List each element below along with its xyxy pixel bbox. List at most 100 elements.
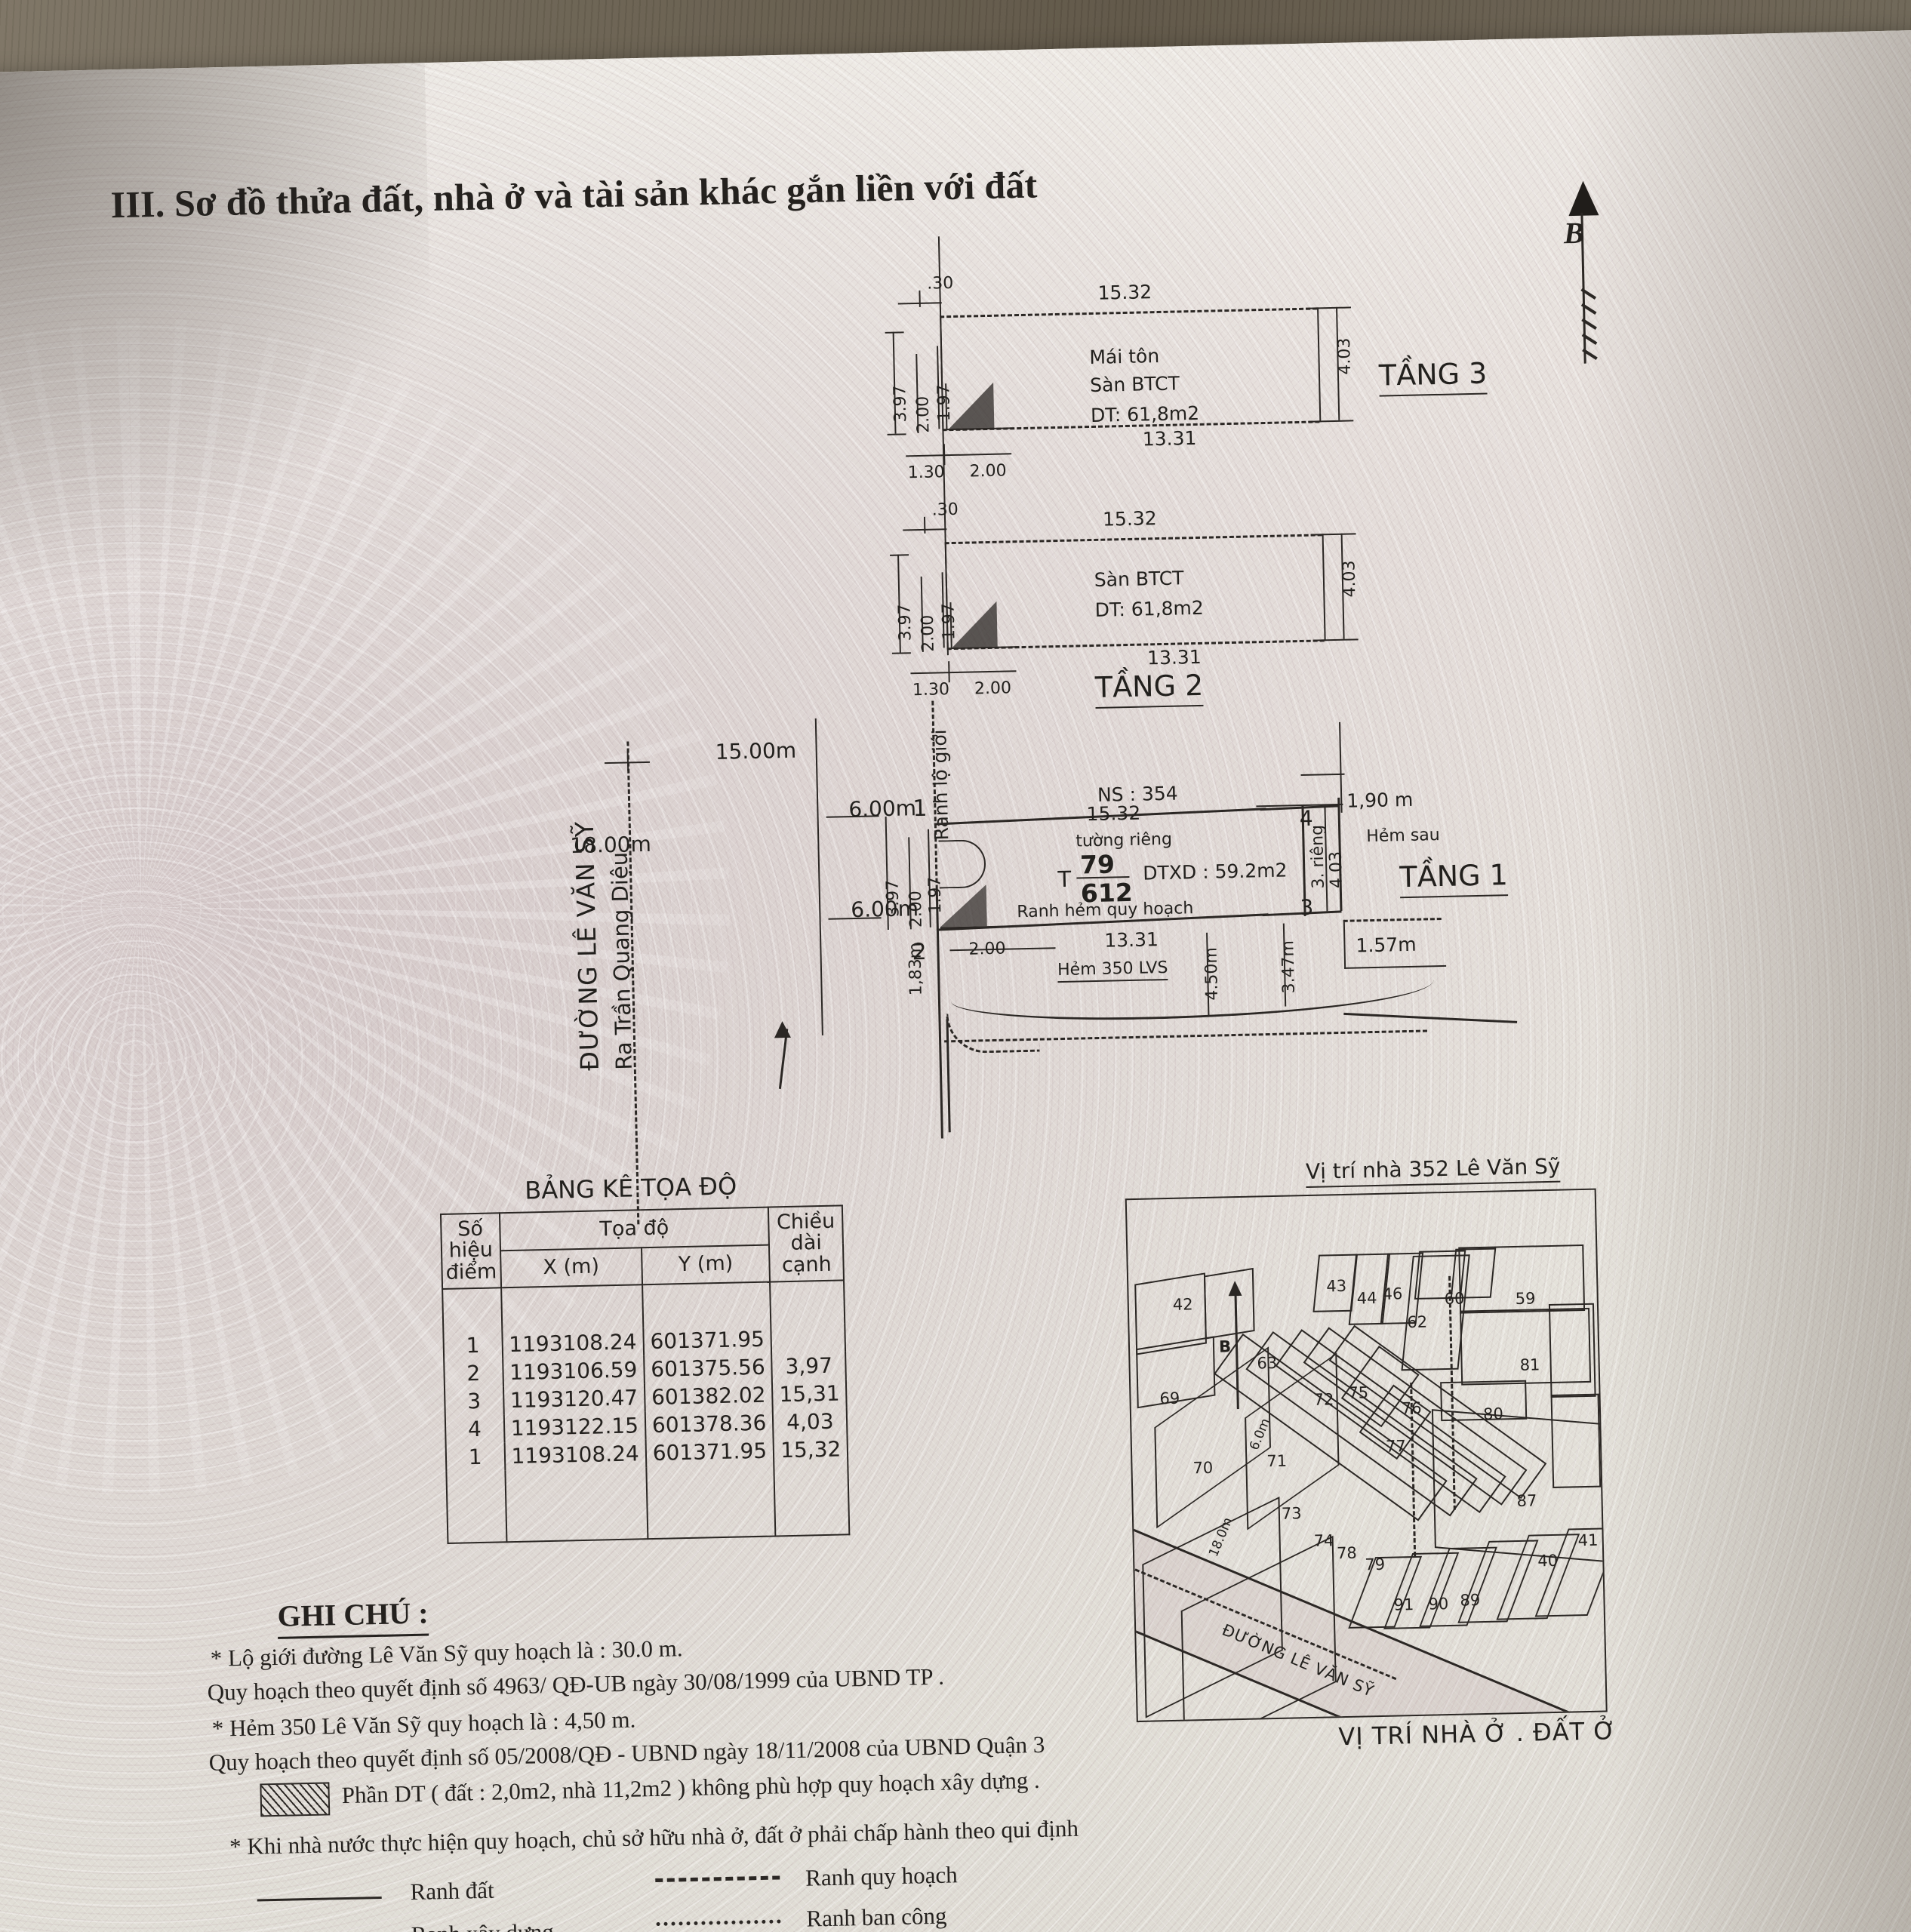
parcel-label: 44 — [1356, 1289, 1377, 1308]
parcel-numerator: 79 — [1079, 849, 1116, 880]
cell-x: 1193122.15 — [503, 1411, 646, 1443]
parcel-label: 77 — [1385, 1437, 1406, 1456]
parcel-label: 41 — [1577, 1531, 1599, 1550]
cell-x: 1193106.59 — [502, 1355, 645, 1387]
floor-label-tang2: TẦNG 2 — [1094, 668, 1204, 709]
dim-left-mid-2: 2.00 — [918, 614, 938, 653]
point-3: 3 — [1300, 894, 1314, 921]
parcel-label: 60 — [1444, 1289, 1465, 1309]
legend-label-1: Ranh đất — [410, 1876, 494, 1906]
dim-bottom-a-2: 1.30 — [912, 680, 950, 700]
cell-x: 1193108.24 — [501, 1327, 644, 1359]
dim-offset-top-3: .30 — [926, 273, 954, 294]
dim-left-total-3: 3.97 — [891, 385, 911, 423]
parcel-label: 73 — [1281, 1504, 1302, 1523]
dim-left-total-2: 3.97 — [895, 604, 915, 641]
parcel-label: 90 — [1428, 1595, 1449, 1614]
coord-table-title: BẢNG KÊ TỌA ĐỘ — [524, 1171, 737, 1205]
point-1: 1 — [912, 795, 928, 823]
th-y: Y (m) — [641, 1244, 771, 1285]
parcel-label: 78 — [1336, 1543, 1358, 1563]
cell-len: 15,32 — [773, 1435, 848, 1465]
cell-y: 601371.95 — [645, 1436, 774, 1468]
dim-left-total-1: 3.97 — [883, 879, 903, 918]
parcel-label: 81 — [1519, 1355, 1540, 1374]
parcel-label: 80 — [1482, 1404, 1504, 1423]
parcel-label: 42 — [1172, 1295, 1193, 1314]
dim-offset-top-2: .30 — [931, 500, 959, 520]
notes-heading: GHI CHÚ : — [277, 1595, 429, 1639]
dim-bottom-2: 13.31 — [1146, 645, 1202, 669]
dim-right-3: 4.03 — [1334, 337, 1355, 375]
dim-top-1: 15.32 — [1086, 801, 1141, 826]
street-direction-label: Ra Trần Quang Diệu — [606, 851, 637, 1071]
dim-bottom-1: 13.31 — [1103, 928, 1159, 952]
dim-right-1: 4.03 — [1326, 851, 1346, 889]
parcel-label: 59 — [1515, 1289, 1536, 1308]
location-map-title: Vị trí nhà 352 Lê Văn Sỹ — [1305, 1153, 1561, 1189]
note-area-2: DT: 61,8m2 — [1094, 596, 1205, 621]
cell-len: 15,31 — [772, 1379, 848, 1409]
floor-label-tang3: TẦNG 3 — [1378, 356, 1488, 397]
cell-point: 3 — [444, 1386, 504, 1417]
parcel-label: 86 — [1600, 1461, 1608, 1480]
dim-right-2: 4.03 — [1340, 560, 1360, 598]
parcel-label: 87 — [1516, 1491, 1537, 1511]
cell-x: 1193120.47 — [503, 1383, 645, 1415]
dim-alley-width: 4.50m — [1202, 946, 1223, 1001]
rear-alley-label: Hẻm sau — [1366, 826, 1440, 847]
cell-point: 4 — [445, 1414, 505, 1444]
compass-label: B — [1563, 215, 1585, 251]
table-header-row: Số hiệu điểm Tọa độ Chiều dài cạnh — [440, 1205, 845, 1290]
parcel-label: 69 — [1159, 1389, 1180, 1408]
cell-y: 601371.95 — [643, 1324, 772, 1356]
dim-left-mid-1: 2.00 — [906, 890, 926, 928]
location-map-caption: VỊ TRÍ NHÀ Ở . ĐẤT Ở — [1337, 1716, 1617, 1752]
parcel-label: 70 — [1192, 1458, 1214, 1478]
parcel-label: 89 — [1460, 1591, 1481, 1610]
legend-label-3: Ranh xây dựng — [411, 1918, 554, 1932]
dim-left-mid-3: 2.00 — [913, 395, 934, 434]
street-name-label: ĐƯỜNG LÊ VĂN SỸ — [569, 820, 605, 1072]
floor-label-tang1: TẦNG 1 — [1399, 858, 1509, 899]
dim-left-edge-1: 1,83m — [906, 942, 926, 996]
th-coords: Tọa độ — [499, 1207, 770, 1251]
built-area-label: DTXD : 59.2m2 — [1143, 859, 1288, 884]
planning-alley-boundary: Ranh hẻm quy hoạch — [1017, 899, 1194, 922]
cell-y: 601378.36 — [645, 1408, 774, 1440]
note-line-1: * Lộ giới đường Lê Văn Sỹ quy hoạch là :… — [210, 1635, 683, 1672]
coordinate-table: Số hiệu điểm Tọa độ Chiều dài cạnh X (m)… — [440, 1204, 851, 1544]
dim-top-2: 15.32 — [1102, 507, 1157, 531]
note-roof-3: Mái tôn — [1089, 344, 1160, 369]
parcel-label: 46 — [1382, 1284, 1403, 1303]
legend-label-4: Ranh ban công — [806, 1902, 947, 1932]
cell-point: 1 — [443, 1331, 503, 1361]
wall-label: tường riêng — [1076, 829, 1173, 851]
table-footer-row — [446, 1463, 850, 1543]
parcel-label: 62 — [1407, 1312, 1428, 1332]
parcel-label: 76 — [1401, 1398, 1422, 1418]
cell-len — [771, 1323, 846, 1353]
parcel-prefix: T — [1057, 866, 1072, 893]
parcel-label: 75 — [1348, 1383, 1369, 1402]
cell-x: 1193108.24 — [504, 1439, 647, 1471]
dim-alley-rear: 1,90 m — [1346, 788, 1414, 812]
note-line-5: Phần DT ( đất : 2,0m2, nhà 11,2m2 ) khôn… — [341, 1766, 1041, 1809]
dim-top-3: 15.32 — [1097, 281, 1152, 304]
cell-point: 1 — [445, 1442, 505, 1472]
note-slab-3: Sàn BTCT — [1089, 372, 1180, 397]
legend-label-2: Ranh quy hoạch — [805, 1861, 959, 1891]
th-x: X (m) — [500, 1247, 642, 1288]
dim-alley-front: 1.57m — [1356, 933, 1417, 957]
note-area-3: DT: 61,8m2 — [1090, 401, 1200, 426]
cell-point: 2 — [444, 1358, 503, 1389]
parcel-label: 72 — [1313, 1390, 1334, 1409]
parcel-label: 63 — [1257, 1353, 1278, 1373]
cell-len: 4,03 — [772, 1407, 848, 1437]
dim-street-15: 15.00m — [715, 737, 797, 764]
parcel-label: 91 — [1393, 1595, 1414, 1614]
parcel-label: 43 — [1326, 1276, 1347, 1296]
cell-len: 3,97 — [771, 1351, 847, 1381]
note-line-3: * Hẻm 350 Lê Văn Sỹ quy hoạch là : 4,50 … — [211, 1706, 636, 1742]
